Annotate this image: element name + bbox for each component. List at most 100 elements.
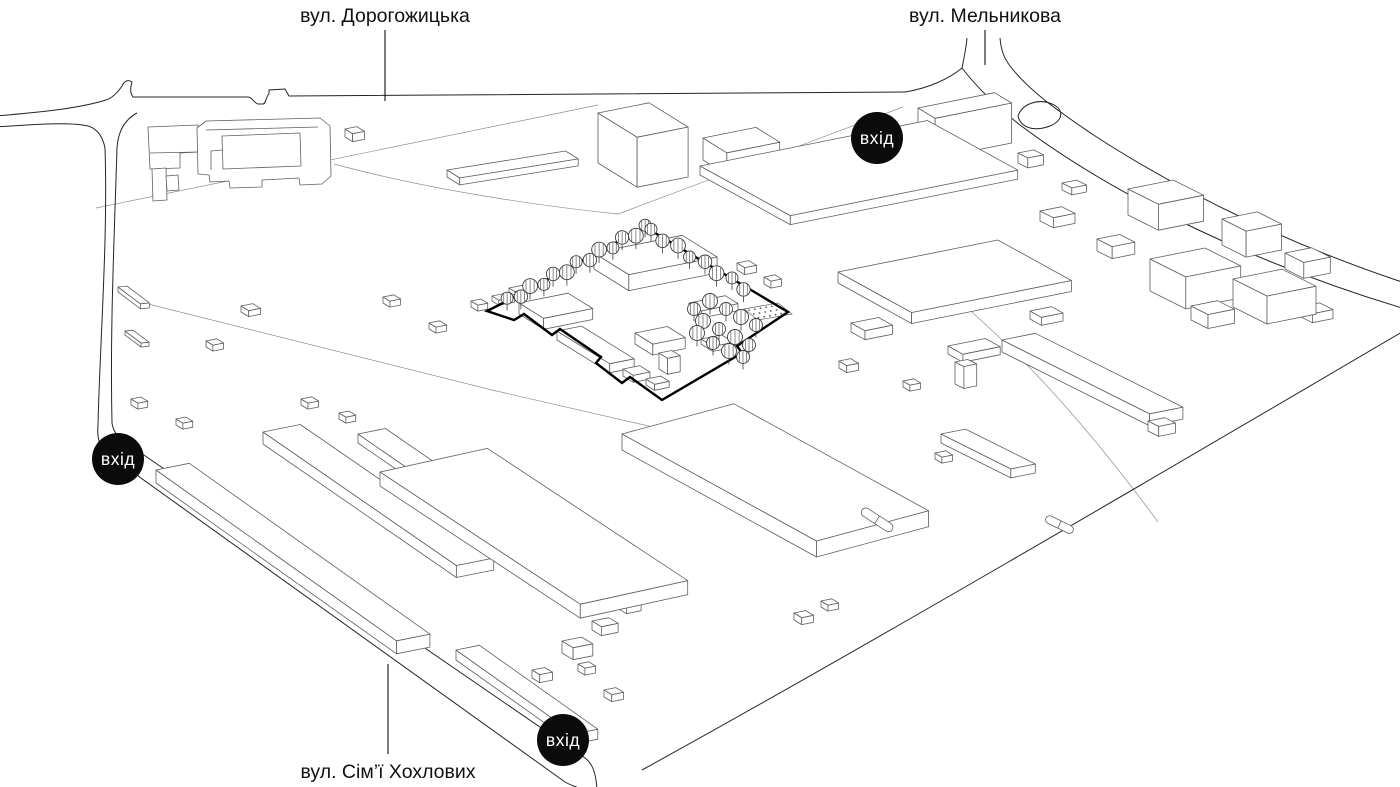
tree-icon (719, 302, 733, 322)
road-melnykova-west-edge (904, 37, 968, 93)
building (130, 396, 149, 410)
building (379, 447, 689, 619)
tree-icon (736, 282, 751, 303)
building (240, 303, 261, 318)
building (645, 375, 670, 391)
building (175, 416, 194, 430)
road-island (1017, 101, 1062, 130)
tree-icon (644, 222, 658, 242)
building (446, 150, 579, 186)
entrance-badge-west: вхід (92, 433, 144, 485)
tree-icon (683, 250, 696, 269)
boundary-southeast (641, 332, 1400, 771)
building (1039, 206, 1076, 229)
building (736, 260, 757, 276)
tree-icon (687, 302, 701, 322)
building (1190, 300, 1235, 329)
tree-icon (569, 255, 583, 274)
tree-icon (591, 241, 607, 263)
building (597, 102, 689, 188)
building (300, 396, 320, 410)
building (428, 320, 448, 334)
street-labels: вул. Дорогожицька вул. Мельникова вул. С… (300, 5, 1061, 783)
trees-layer (500, 218, 763, 370)
pill-structures (860, 507, 1074, 534)
building (820, 598, 839, 612)
entrance-badge-north: вхід (851, 112, 903, 164)
building (940, 428, 1036, 479)
tree-icon (655, 233, 670, 254)
building (518, 292, 594, 330)
entrance-badge-label: вхід (101, 449, 135, 469)
building (1127, 179, 1204, 231)
building (382, 294, 402, 308)
tree-icon (736, 350, 750, 370)
building (837, 239, 1072, 324)
building (1232, 268, 1317, 325)
tree-icon (708, 265, 725, 287)
tree-icon (500, 291, 514, 311)
building (902, 378, 921, 392)
building (658, 350, 681, 375)
building (793, 610, 814, 625)
building (947, 338, 1001, 363)
tree-icon (628, 227, 644, 250)
tree-icon (727, 329, 743, 351)
building (338, 410, 357, 424)
entrance-badge-label: вхід (546, 730, 580, 750)
entrance-badge-circle (537, 714, 589, 766)
entrance-badge-circle (851, 112, 903, 164)
building (577, 661, 596, 676)
tree-icon (706, 336, 720, 356)
building (1061, 179, 1087, 196)
building (117, 285, 150, 310)
building (561, 636, 594, 661)
ground-line (957, 299, 1159, 523)
building (124, 329, 150, 348)
ground-line (139, 301, 667, 431)
entrance-badge-label: вхід (860, 128, 894, 148)
road-dorohozhytska-upper-edge (0, 80, 906, 117)
buildings-layer (117, 92, 1334, 745)
building (603, 687, 624, 702)
hospital-complex (147, 117, 332, 202)
tree-icon (559, 264, 575, 286)
building (850, 317, 893, 341)
building (155, 462, 431, 655)
building (591, 617, 619, 637)
road-left-inner-edge (110, 112, 598, 787)
tree-icon (614, 230, 630, 251)
entrance-badge-south: вхід (537, 714, 589, 766)
tree-icon (721, 343, 737, 365)
tree-icon (725, 271, 739, 290)
building (634, 326, 686, 356)
tree-icon (522, 278, 538, 300)
building (556, 325, 635, 374)
building (763, 274, 782, 289)
building (1284, 247, 1331, 279)
road-melnykova-east-edge (999, 37, 1400, 282)
building (470, 298, 489, 312)
street-label-melnykova: вул. Мельникова (909, 5, 1061, 27)
tree-icon (606, 241, 620, 260)
building (531, 667, 553, 683)
building (1029, 306, 1064, 326)
tree-icon (697, 254, 713, 275)
ground-line (95, 104, 599, 209)
tree-icon (742, 338, 756, 358)
building (1149, 247, 1242, 310)
building (1147, 417, 1176, 437)
street-label-dorohozhytska: вул. Дорогожицька (300, 5, 470, 27)
building (205, 338, 225, 352)
building (621, 403, 929, 558)
tree-icon (689, 325, 705, 347)
building (1096, 234, 1136, 260)
building (622, 365, 651, 383)
tree-icon (749, 318, 763, 338)
tree-icon (670, 237, 686, 259)
tree-icon (733, 309, 749, 331)
tree-icon (582, 252, 598, 273)
building (1221, 211, 1282, 258)
